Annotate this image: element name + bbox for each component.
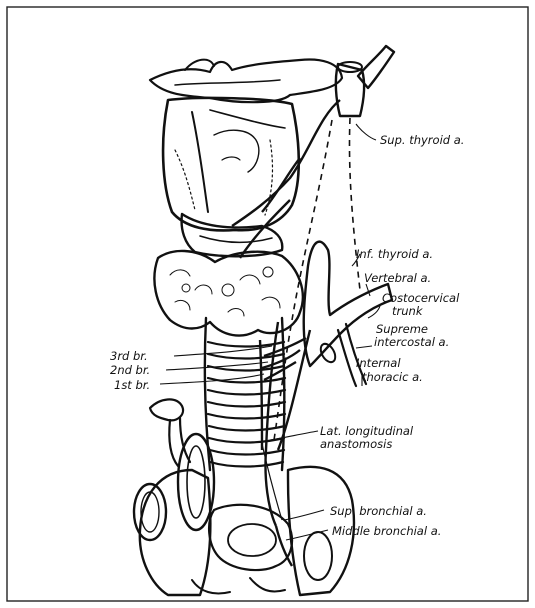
label-costocervical-1: Costocervical (382, 291, 460, 305)
label-3rd-br: 3rd br. (110, 349, 148, 363)
cricoid-cartilage (182, 214, 283, 256)
label-1st-br: 1st br. (114, 378, 150, 392)
label-middle-bronchial: Middle bronchial a. (332, 524, 441, 538)
thyroid-gland (154, 251, 302, 336)
label-lat-longitudinal-2: anastomosis (320, 437, 392, 451)
label-vertebral: Vertebral a. (364, 271, 431, 285)
bronchi (134, 434, 354, 595)
label-supreme-1: Supreme (376, 322, 428, 336)
hyoid-bone (150, 60, 342, 103)
label-sup-thyroid: Sup. thyroid a. (380, 133, 464, 147)
label-supreme-2: intercostal a. (374, 335, 449, 349)
label-costocervical-2: trunk (392, 304, 424, 318)
label-sup-bronchial: Sup. bronchial a. (330, 504, 427, 518)
label-internal-1: Internal (356, 356, 401, 370)
carotid-stump (336, 46, 394, 116)
trachea (205, 318, 285, 470)
label-lat-longitudinal-1: Lat. longitudinal (320, 424, 414, 438)
label-internal-2: thoracic a. (362, 370, 423, 384)
label-2nd-br: 2nd br. (110, 363, 150, 377)
aortic-arch-stub (150, 399, 190, 466)
label-inf-thyroid: Inf. thyroid a. (356, 247, 433, 261)
